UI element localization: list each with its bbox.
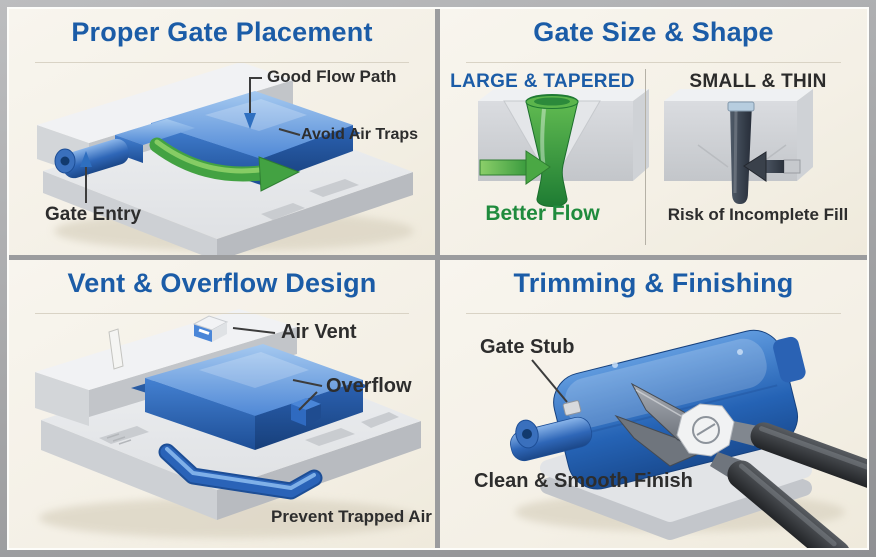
leader-lines <box>85 77 301 203</box>
caption-better-flow: Better Flow <box>485 202 600 225</box>
label-overflow: Overflow <box>326 375 412 397</box>
down-arrow-icon <box>244 113 256 129</box>
title-divider <box>466 62 841 63</box>
title-divider <box>35 313 409 314</box>
panel-gate-size-shape: Gate Size & Shape <box>440 9 867 255</box>
title-divider <box>35 62 409 63</box>
panel-proper-gate-placement: Proper Gate Placement <box>9 9 435 255</box>
flow-arrow <box>149 137 301 192</box>
overflow-cup <box>291 398 321 426</box>
vent-fin <box>108 328 124 370</box>
title-divider <box>466 313 841 314</box>
mold-gate-illustration <box>37 62 414 255</box>
panel-title: Vent & Overflow Design <box>67 268 377 298</box>
panel-title: Gate Size & Shape <box>533 17 774 47</box>
sprue-barrel <box>510 416 593 462</box>
label-gate-entry: Gate Entry <box>45 204 142 225</box>
green-flow-arrow-icon <box>479 150 551 185</box>
label-gate-stub: Gate Stub <box>480 336 575 358</box>
shadow <box>39 498 419 538</box>
label-clean-finish: Clean & Smooth Finish <box>474 470 693 492</box>
air-vent-block <box>192 315 229 342</box>
panel-grid: Proper Gate Placement <box>9 9 867 548</box>
subheading-small-thin: SMALL & THIN <box>689 71 827 92</box>
thin-gate <box>727 101 755 204</box>
leader-lines <box>232 327 323 411</box>
sprue-cylinder <box>54 138 129 179</box>
vent-overflow-illustration <box>35 309 421 538</box>
label-avoid-air-traps: Avoid Air Traps <box>301 126 419 143</box>
panel-title: Proper Gate Placement <box>71 17 373 47</box>
up-arrow-icon <box>80 151 92 167</box>
gate-stub <box>562 400 582 416</box>
dark-flow-arrow-icon <box>743 151 801 182</box>
subpanel-divider <box>645 69 646 245</box>
subheading-large-tapered: LARGE & TAPERED <box>450 71 635 92</box>
label-air-vent: Air Vent <box>281 321 357 343</box>
trimming-illustration <box>510 329 867 548</box>
label-prevent-trapped-air: Prevent Trapped Air <box>271 507 432 526</box>
leader-line <box>531 359 568 403</box>
gate-comparison-illustration <box>478 89 813 207</box>
tapered-gate <box>525 94 579 207</box>
label-good-flow-path: Good Flow Path <box>267 67 397 86</box>
poster-inner-frame: Proper Gate Placement <box>7 7 869 550</box>
caption-incomplete-fill: Risk of Incomplete Fill <box>667 205 849 224</box>
panel-title: Trimming & Finishing <box>513 268 794 298</box>
panel-vent-overflow: Vent & Overflow Design <box>9 260 435 548</box>
runner-tube <box>158 443 323 500</box>
flush-cutters <box>614 382 867 548</box>
panel-trimming-finishing: Trimming & Finishing <box>440 260 867 548</box>
